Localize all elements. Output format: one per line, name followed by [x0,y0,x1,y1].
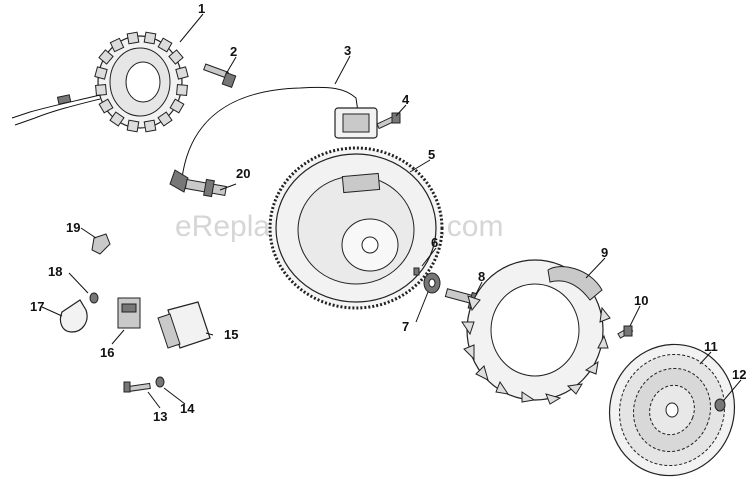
screw-part-4 [376,112,401,130]
label-part-4: 4 [402,92,410,107]
label-part-7: 7 [402,319,409,334]
label-part-5: 5 [428,147,435,162]
label-part-6: 6 [431,235,438,250]
ignition-module-part [169,86,378,193]
label-part-10: 10 [634,293,648,308]
label-part-12: 12 [732,367,746,382]
label-part-9: 9 [601,245,608,260]
clip-part-19 [91,233,111,255]
part-number-labels: 1 2 3 4 5 6 7 8 9 10 11 12 13 14 15 16 1… [30,1,746,424]
nut-part [714,398,726,412]
label-part-2: 2 [230,44,237,59]
label-part-20: 20 [236,166,250,181]
label-part-19: 19 [66,220,80,235]
washer-part-14 [155,376,165,388]
nut-part-18 [89,292,99,304]
label-part-13: 13 [153,409,167,424]
flywheel-part [268,146,444,310]
label-part-8: 8 [478,269,485,284]
label-part-14: 14 [180,401,195,416]
stator-part [11,31,189,133]
clamp-part-17 [59,299,88,333]
label-part-11: 11 [704,339,718,354]
label-part-16: 16 [100,345,114,360]
connector-part-16 [117,297,141,329]
label-part-1: 1 [198,1,205,16]
label-part-18: 18 [48,264,62,279]
washer-part [423,272,441,294]
label-part-17: 17 [30,299,44,314]
grass-screen-part [608,343,736,477]
bolt-part-2 [203,63,237,88]
rectifier-part [157,301,211,349]
spark-plug-part [184,178,227,198]
leader-lines [41,13,742,409]
label-part-3: 3 [344,43,351,58]
key-part [413,267,420,276]
label-part-15: 15 [224,327,238,342]
fan-part [461,259,611,405]
screw-part-10 [617,325,634,339]
screw-part-13 [123,381,151,393]
